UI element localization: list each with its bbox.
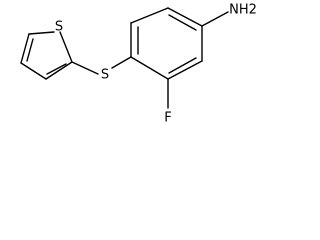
- atom-label-s1: S: [55, 20, 63, 35]
- double-bond-c2-c3: [46, 63, 67, 75]
- bond-c2-s2: [71, 61, 99, 75]
- molecule-structure: S S NH2 F: [20, 3, 257, 126]
- thiophene-ring: [20, 31, 73, 80]
- atom-label-nh2: NH2: [229, 3, 257, 18]
- bond-c3-c4: [20, 62, 47, 80]
- double-bond-c9-c10: [168, 14, 197, 31]
- bond-c2-c3: [45, 61, 73, 80]
- bond-c9-c10: [167, 7, 203, 27]
- atom-label-s2: S: [101, 68, 109, 83]
- thioether-linkage: [71, 56, 132, 75]
- bond-c11-c12: [167, 60, 203, 80]
- bond-s2-c7: [111, 56, 132, 69]
- bond-c12-c7: [130, 56, 169, 80]
- double-bond-c11-c12: [168, 57, 197, 74]
- atom-labels: S S NH2 F: [55, 3, 257, 126]
- double-bond-c4-c5: [26, 38, 34, 62]
- atom-label-f: F: [164, 111, 171, 126]
- bond-c8-c9: [130, 7, 169, 24]
- bond-c10-n: [201, 11, 229, 27]
- benzene-ring: [130, 7, 203, 80]
- bond-c5-s1: [28, 31, 55, 35]
- bond-c4-c5: [20, 33, 30, 64]
- substituents: [167, 11, 229, 109]
- bond-s1-c2: [59, 31, 73, 63]
